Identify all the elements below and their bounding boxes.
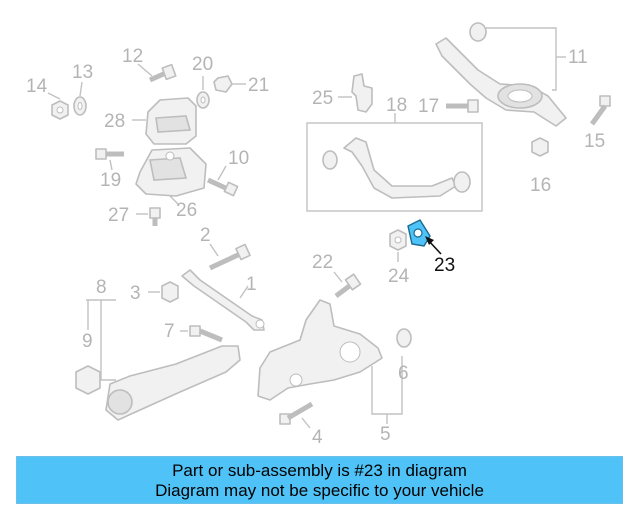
part-22-bolt (334, 273, 362, 298)
part-13-washer (73, 96, 87, 116)
callout-18: 18 (386, 95, 407, 116)
callout-8: 8 (96, 277, 107, 298)
callout-24: 24 (388, 266, 410, 287)
callout-11: 11 (568, 47, 588, 68)
part-24-nut (389, 229, 407, 251)
part-23-arrow (425, 236, 442, 255)
part-21-nut (213, 75, 233, 93)
callout-27: 27 (108, 205, 129, 226)
part-2-bolt (208, 243, 251, 271)
callout-3: 3 (130, 283, 141, 304)
part-knuckle (257, 299, 383, 401)
callout-17: 17 (418, 96, 439, 117)
callout-12: 12 (122, 46, 143, 67)
part-4-bolt (279, 401, 314, 425)
part-12-bolt (148, 63, 177, 83)
part-19-bolt (95, 148, 124, 160)
banner-line-1: Part or sub-assembly is #23 in diagram (172, 461, 467, 480)
part-8-trailing-arm (105, 345, 241, 421)
part-25-bracket (351, 73, 373, 113)
part-17-bolt (446, 99, 479, 113)
part-3-nut (161, 281, 179, 303)
callout-10: 10 (228, 148, 249, 169)
part-11-control-arm (435, 22, 567, 127)
callout-20: 20 (192, 54, 213, 75)
part-20-washer (196, 91, 210, 109)
part-7-bolt (189, 325, 223, 343)
part-9-bushing (75, 365, 101, 395)
part-1-lateral-link (181, 269, 265, 331)
part-23-highlighted[interactable] (407, 219, 431, 247)
callout-23: 23 (434, 255, 455, 276)
callout-15: 15 (584, 131, 605, 152)
info-banner: Part or sub-assembly is #23 in diagram D… (16, 456, 623, 504)
callout-22: 22 (312, 252, 333, 273)
callout-19: 19 (100, 170, 121, 191)
callout-21: 21 (248, 75, 269, 96)
part-28-mount-cap (145, 97, 197, 145)
callout-14: 14 (26, 76, 48, 97)
part-27-bolt (149, 207, 161, 226)
callout-25: 25 (312, 88, 333, 109)
callout-5: 5 (380, 424, 391, 445)
banner-line-2: Diagram may not be specific to your vehi… (155, 481, 484, 500)
part-26-mount-body (135, 147, 207, 197)
part-6-bushing (396, 328, 412, 348)
callout-16: 16 (530, 175, 551, 196)
callout-28: 28 (104, 111, 125, 132)
parts-diagram: 1 2 3 4 5 6 7 8 9 10 11 12 13 14 15 16 1… (26, 22, 611, 448)
part-18-assembly-box (306, 113, 483, 212)
callout-1: 1 (246, 274, 257, 295)
callout-4: 4 (312, 427, 323, 448)
callout-26: 26 (176, 200, 197, 221)
callout-6: 6 (398, 363, 409, 384)
part-15-bolt (589, 95, 611, 126)
part-14-nut (51, 100, 69, 120)
callout-13: 13 (72, 62, 93, 83)
callout-7: 7 (164, 321, 175, 342)
part-10-bolt (206, 177, 239, 197)
part-16-nut (531, 137, 549, 157)
callout-9: 9 (82, 331, 93, 352)
callout-2: 2 (200, 225, 211, 246)
